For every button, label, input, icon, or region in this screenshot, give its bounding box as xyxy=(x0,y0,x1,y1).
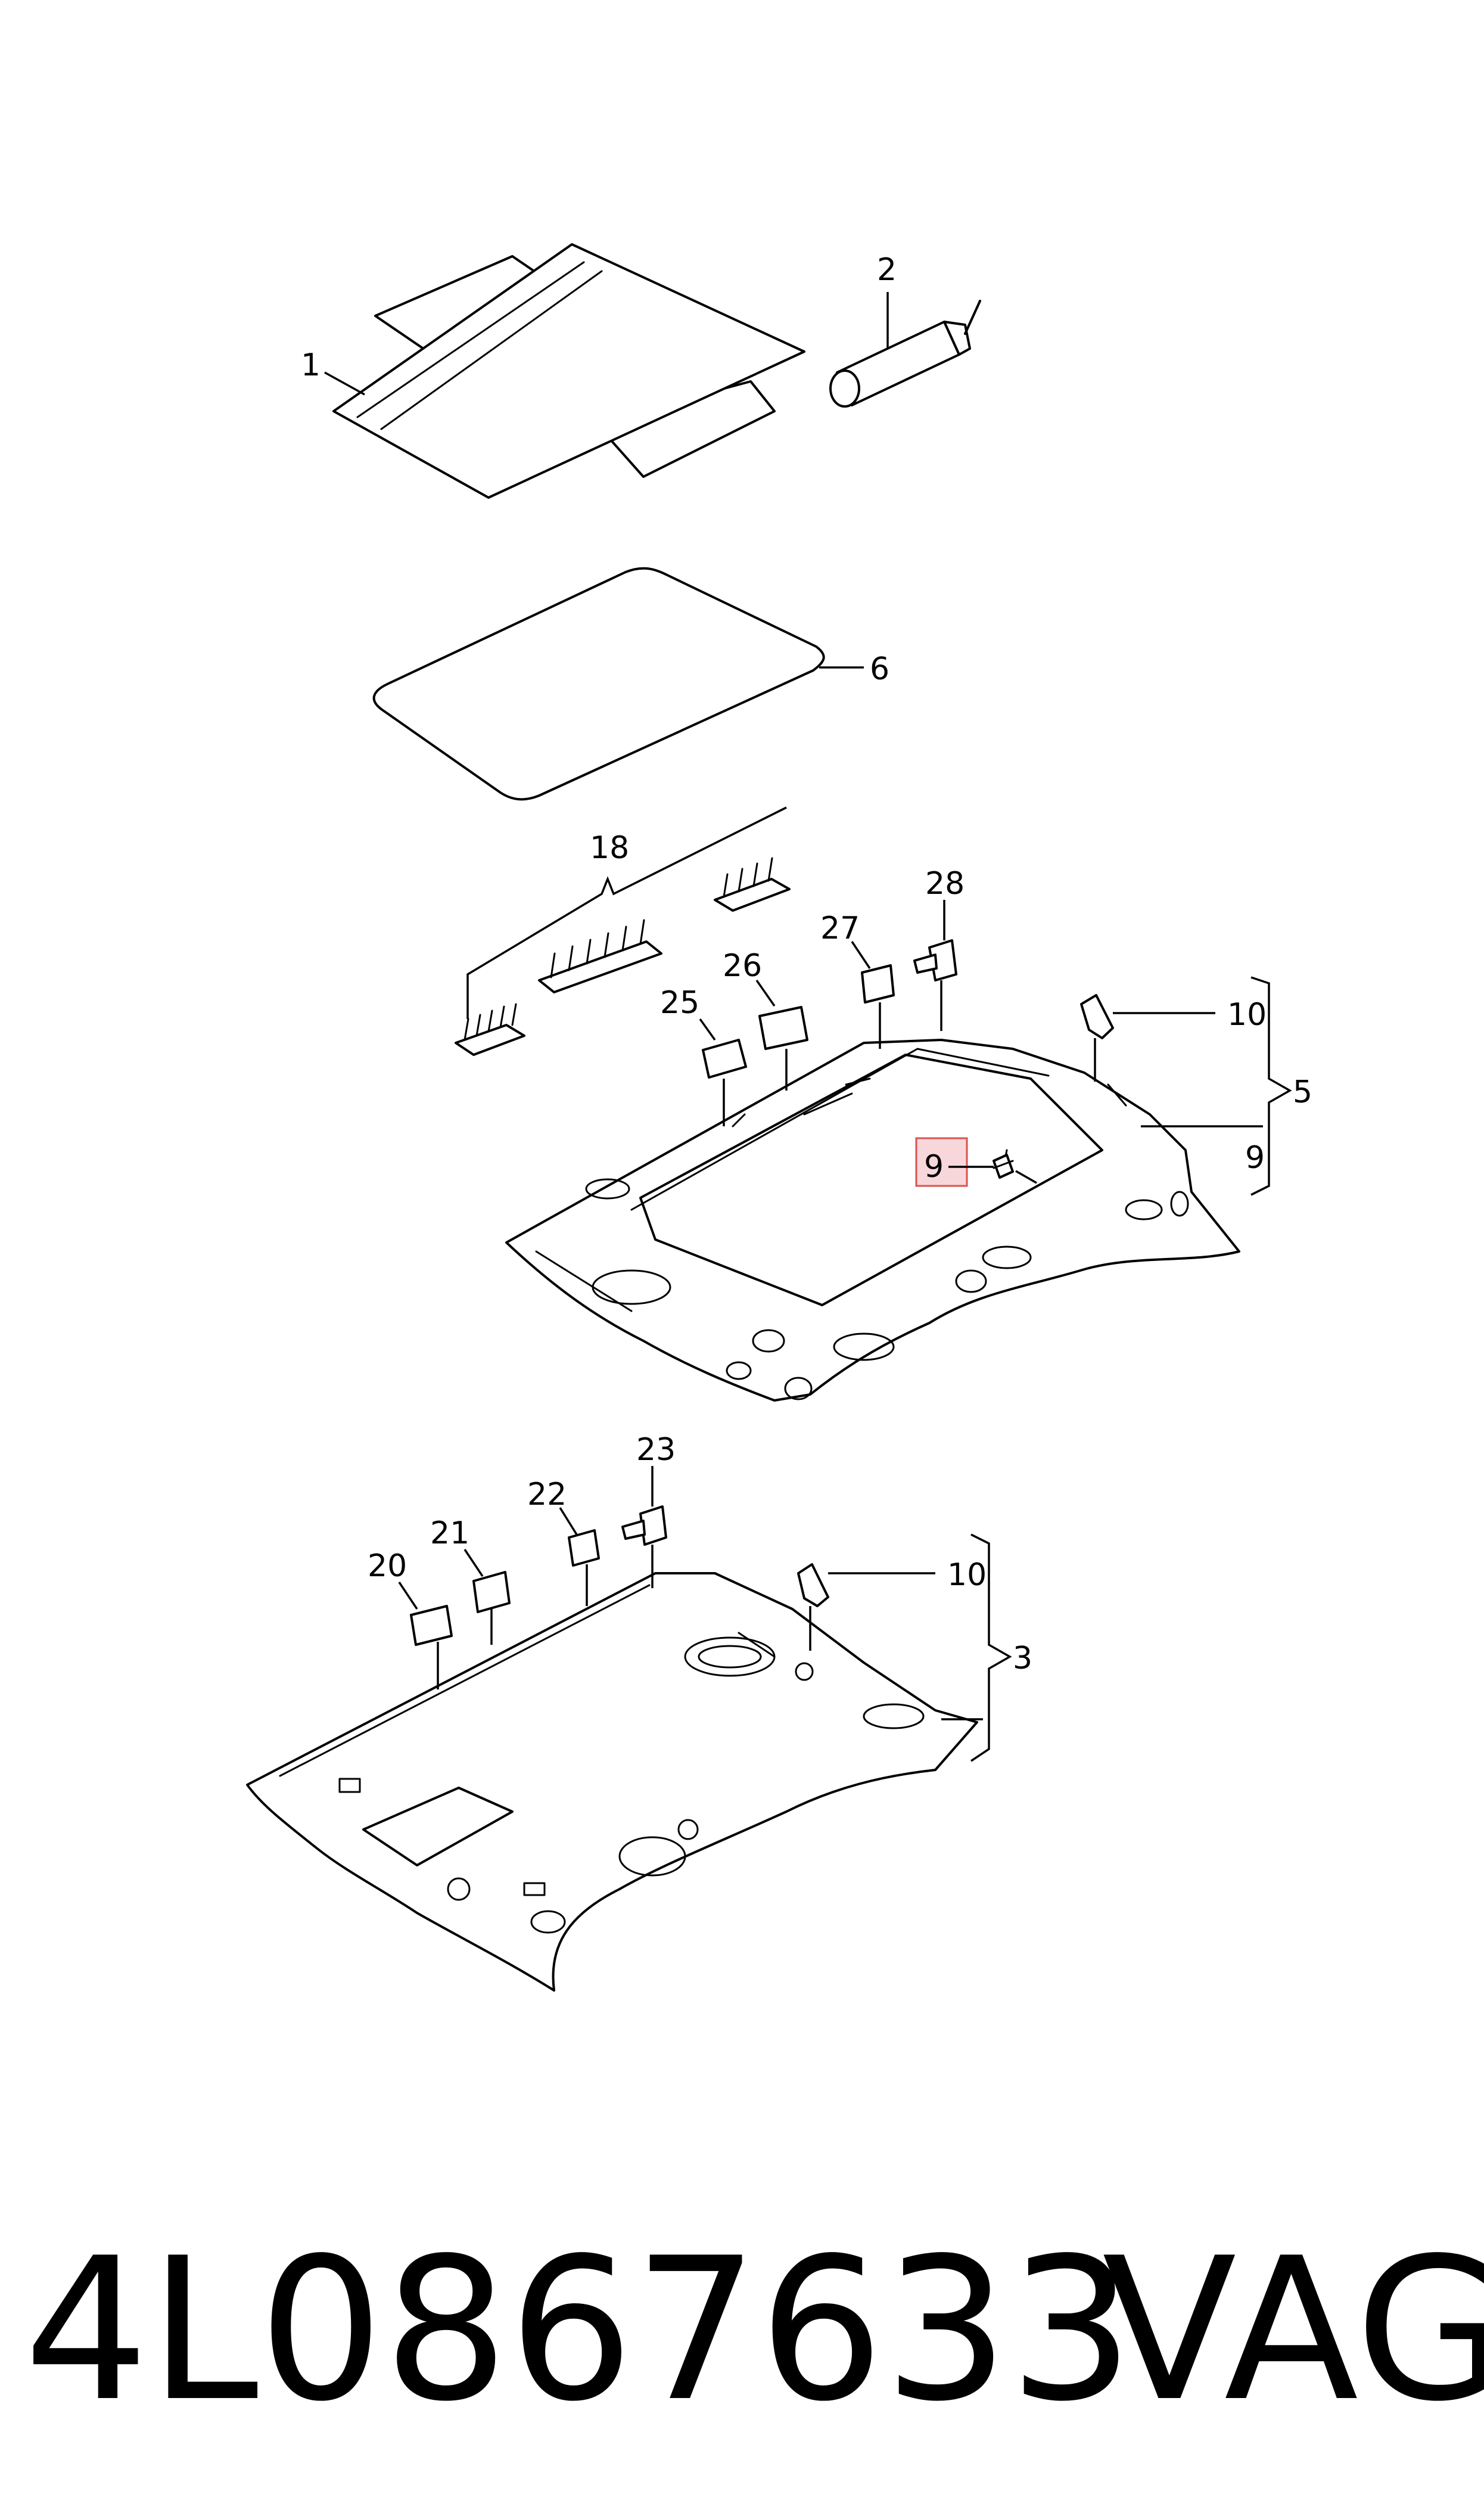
part-28-clip[interactable] xyxy=(913,939,957,1031)
callout-22[interactable]: 22 xyxy=(527,1477,567,1512)
callout-26[interactable]: 26 xyxy=(723,948,762,984)
callout-10-lower[interactable]: 10 xyxy=(947,1557,987,1593)
callout-27[interactable]: 27 xyxy=(820,911,860,946)
brand-label: VAG xyxy=(1102,2216,1484,2445)
callout-20[interactable]: 20 xyxy=(368,1548,407,1584)
part-number: 4L0867633 xyxy=(24,2216,1134,2445)
part-9-clip[interactable] xyxy=(993,1149,1014,1179)
part-3-headliner[interactable] xyxy=(246,1572,978,1992)
part-27-clip[interactable] xyxy=(861,964,895,1049)
callout-9-highlight xyxy=(915,1137,968,1187)
callout-5[interactable]: 5 xyxy=(1293,1074,1312,1110)
part-23-clip[interactable] xyxy=(621,1505,667,1588)
part-10-clip-lower[interactable] xyxy=(797,1563,829,1651)
callout-3[interactable]: 3 xyxy=(1013,1641,1032,1676)
callout-9[interactable]: 9 xyxy=(924,1149,944,1185)
leader-20 xyxy=(398,1582,418,1610)
callout-2[interactable]: 2 xyxy=(877,252,897,288)
callout-1[interactable]: 1 xyxy=(301,347,321,383)
part-2-adhesive-tube[interactable] xyxy=(829,300,981,408)
part-20-clip[interactable] xyxy=(410,1605,453,1689)
callout-23[interactable]: 23 xyxy=(636,1432,676,1468)
callout-21[interactable]: 21 xyxy=(430,1515,469,1551)
callout-18[interactable]: 18 xyxy=(590,830,629,866)
leader-9a-b xyxy=(1015,1170,1037,1184)
part-18-velcro-strips[interactable] xyxy=(455,857,791,1056)
leader-22 xyxy=(559,1507,578,1535)
part-21-clip[interactable] xyxy=(472,1571,511,1645)
leader-25 xyxy=(699,1018,716,1041)
bracket-3 xyxy=(970,1533,1012,1762)
callout-10-upper[interactable]: 10 xyxy=(1227,997,1267,1033)
leader-26 xyxy=(755,979,776,1007)
part-22-clip[interactable] xyxy=(568,1529,600,1606)
part-25-clip[interactable] xyxy=(702,1039,747,1126)
part-1-insulation-mat[interactable] xyxy=(332,243,805,499)
bracket-5 xyxy=(1250,976,1292,1196)
bracket-18 xyxy=(466,806,787,1019)
part-6-insulation-panel[interactable] xyxy=(372,567,825,801)
callout-25[interactable]: 25 xyxy=(660,985,699,1021)
part-5-headliner-sunroof[interactable] xyxy=(505,1039,1240,1402)
callout-9-bracket[interactable]: 9 xyxy=(1245,1140,1265,1176)
part-26-clip[interactable] xyxy=(758,1006,808,1091)
leader-21 xyxy=(463,1549,484,1577)
callout-6[interactable]: 6 xyxy=(870,651,889,687)
leader-1 xyxy=(324,371,365,396)
part-10-clip-upper[interactable] xyxy=(1080,994,1114,1082)
leader-27 xyxy=(851,941,871,969)
callout-28[interactable]: 28 xyxy=(925,866,965,902)
